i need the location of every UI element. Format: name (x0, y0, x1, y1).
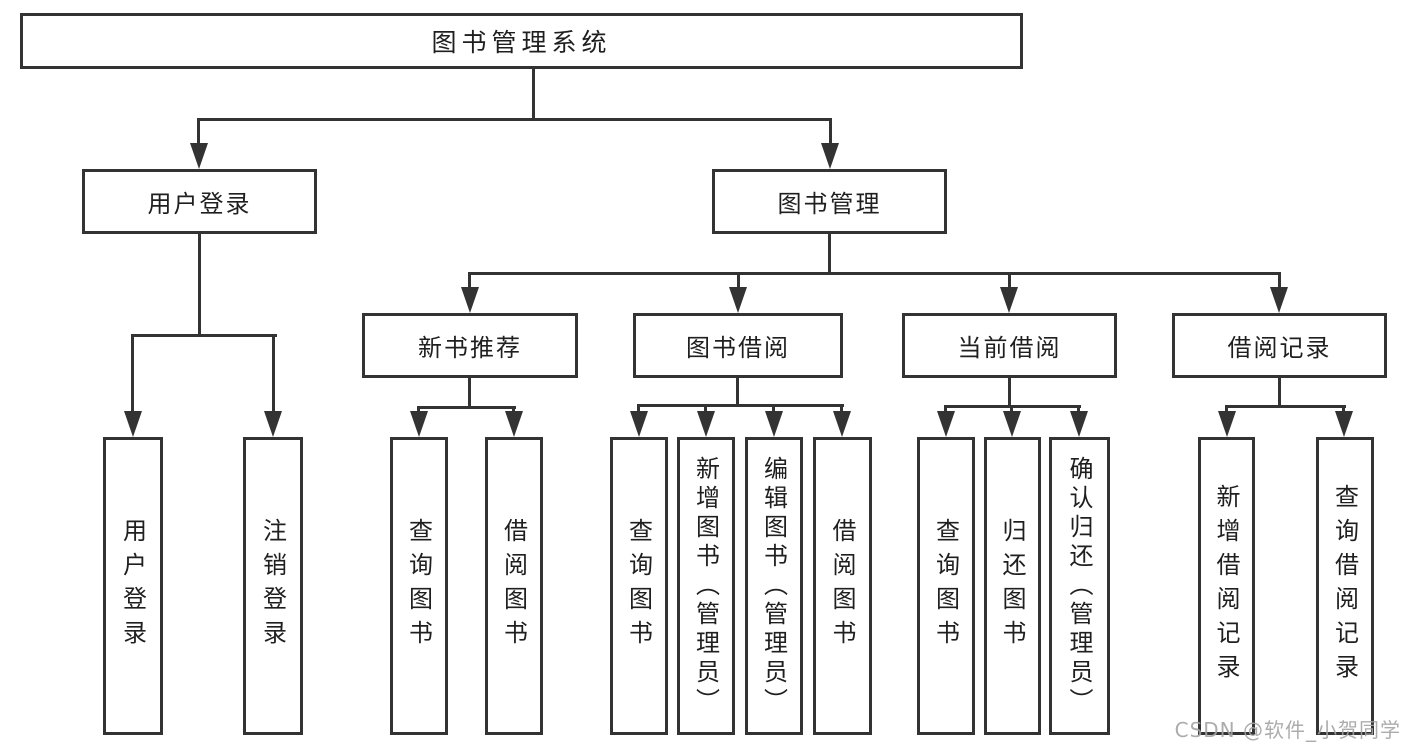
leaf-add-book-admin: 新增图书（管理员） (677, 437, 735, 735)
arrow-down-icon (410, 411, 428, 437)
connector-line (1278, 378, 1281, 408)
connector-line (637, 404, 640, 414)
leaf-query-book-borrow: 查询图书 (610, 437, 668, 735)
leaf-borrow-book-newrec: 借阅图书 (485, 437, 543, 735)
connector-line (197, 118, 832, 121)
arrow-down-icon (505, 411, 523, 437)
connector-line (512, 406, 515, 415)
connector-line (1342, 405, 1345, 414)
node-root: 图书管理系统 (20, 13, 1023, 69)
node-borrow-record: 借阅记录 (1172, 313, 1387, 378)
arrow-down-icon (833, 411, 851, 437)
leaf-borrow-book: 借阅图书 (813, 437, 872, 735)
arrow-down-icon (190, 143, 208, 169)
connector-line (1010, 405, 1013, 414)
arrow-down-icon (697, 411, 715, 437)
arrow-down-icon (765, 411, 783, 437)
connector-line (198, 234, 201, 337)
node-current-borrow: 当前借阅 (902, 313, 1117, 378)
arrow-down-icon (937, 411, 955, 437)
leaf-confirm-return-admin: 确认归还（管理员） (1049, 437, 1110, 735)
connector-line (1008, 378, 1011, 408)
arrow-down-icon (1000, 287, 1018, 313)
node-new-book-recommend: 新书推荐 (362, 313, 578, 378)
arrow-down-icon (1218, 411, 1236, 437)
connector-line (737, 272, 740, 292)
node-book-management: 图书管理 (712, 169, 947, 234)
arrow-down-icon (1070, 411, 1088, 437)
arrow-down-icon (461, 287, 479, 313)
arrow-down-icon (821, 143, 839, 169)
connector-line (637, 404, 844, 407)
leaf-logout-login: 注销登录 (243, 437, 303, 735)
connector-line (272, 334, 275, 414)
arrow-down-icon (630, 411, 648, 437)
arrow-down-icon (1003, 411, 1021, 437)
connector-line (704, 404, 707, 414)
connector-line (828, 234, 831, 275)
connector-line (131, 334, 277, 337)
connector-line (1225, 405, 1346, 408)
connector-line (468, 272, 471, 292)
connector-line (829, 118, 832, 150)
connector-line (1077, 405, 1080, 414)
connector-line (532, 68, 535, 121)
connector-line (417, 406, 420, 415)
connector-line (468, 378, 471, 409)
connector-line (1225, 405, 1228, 414)
connector-line (131, 334, 134, 414)
connector-line (197, 118, 200, 150)
arrow-down-icon (1335, 411, 1353, 437)
leaf-add-borrow-record: 新增借阅记录 (1198, 437, 1255, 735)
connector-line (772, 404, 775, 414)
node-book-borrow: 图书借阅 (633, 313, 843, 378)
arrow-down-icon (124, 411, 142, 437)
leaf-return-book: 归还图书 (984, 437, 1041, 735)
leaf-user-login: 用户登录 (103, 437, 163, 735)
arrow-down-icon (1270, 287, 1288, 313)
connector-line (417, 406, 516, 409)
leaf-edit-book-admin: 编辑图书（管理员） (745, 437, 803, 735)
connector-line (1008, 272, 1011, 292)
connector-line (736, 378, 739, 407)
connector-line (840, 404, 843, 414)
arrow-down-icon (729, 287, 747, 313)
arrow-down-icon (264, 411, 282, 437)
watermark-text: CSDN @软件_小贺同学 (1174, 718, 1401, 742)
leaf-query-borrow-record: 查询借阅记录 (1316, 437, 1374, 735)
node-user-login: 用户登录 (82, 169, 317, 234)
connector-line (468, 272, 1281, 275)
leaf-query-book-newrec: 查询图书 (390, 437, 448, 735)
connector-line (1278, 272, 1281, 292)
connector-line (944, 405, 947, 414)
leaf-query-book-current: 查询图书 (917, 437, 975, 735)
